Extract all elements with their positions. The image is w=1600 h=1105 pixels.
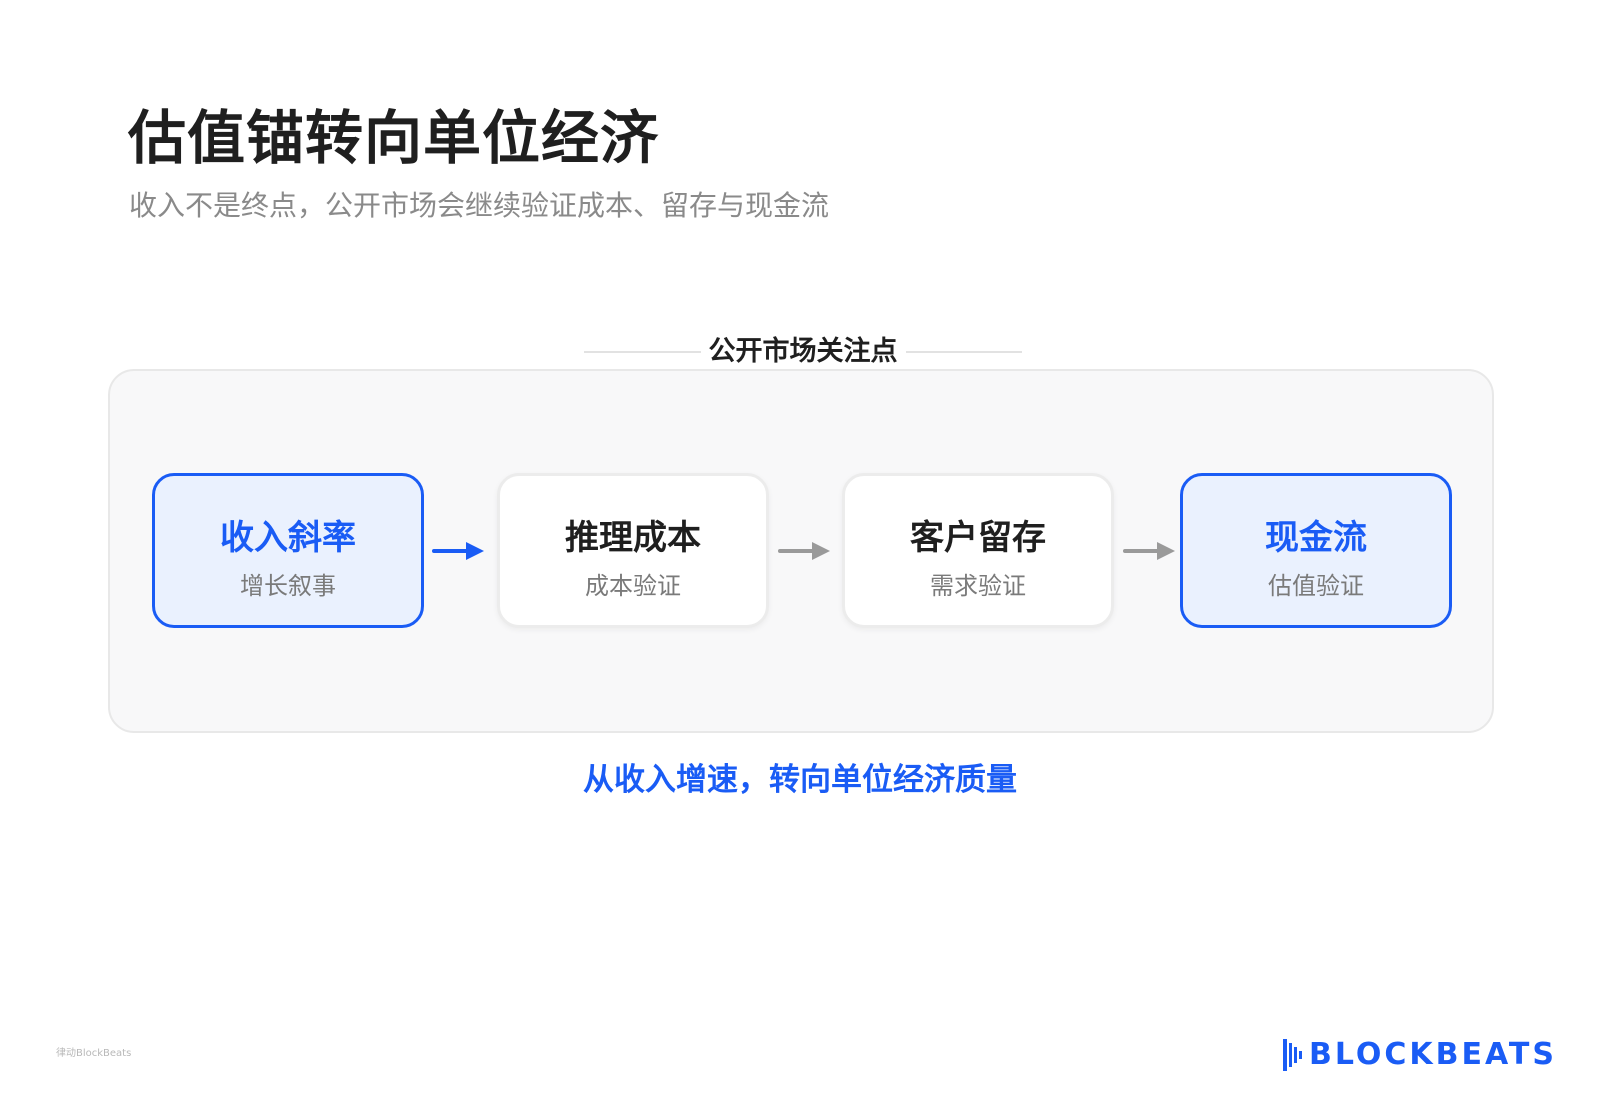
card-revenue-slope: 收入斜率 增长叙事	[152, 473, 424, 628]
card-title: 推理成本	[565, 518, 701, 558]
page-subtitle: 收入不是终点，公开市场会继续验证成本、留存与现金流	[129, 189, 830, 222]
panel-title: 公开市场关注点	[584, 332, 1022, 372]
arrow-right-icon	[1123, 542, 1175, 560]
card-customer-retention: 客户留存 需求验证	[842, 473, 1114, 628]
arrow-right-icon	[778, 542, 830, 560]
arrow-right-icon	[432, 542, 484, 560]
card-subtitle: 需求验证	[930, 572, 1026, 600]
card-subtitle: 估值验证	[1268, 572, 1364, 600]
blockbeats-logo: BLOCKBEATS	[1283, 1037, 1554, 1073]
page-title: 估值锚转向单位经济	[128, 104, 660, 172]
card-subtitle: 增长叙事	[240, 572, 336, 600]
card-title: 收入斜率	[220, 518, 356, 558]
card-subtitle: 成本验证	[585, 572, 681, 600]
card-inference-cost: 推理成本 成本验证	[497, 473, 769, 628]
logo-bars-icon	[1283, 1039, 1302, 1071]
card-title: 现金流	[1265, 518, 1367, 558]
bottom-caption: 从收入增速，转向单位经济质量	[583, 762, 1017, 798]
card-title: 客户留存	[910, 518, 1046, 558]
logo-text: BLOCKBEATS	[1309, 1037, 1557, 1072]
card-cash-flow: 现金流 估值验证	[1180, 473, 1452, 628]
panel-title-text: 公开市场关注点	[700, 336, 906, 367]
watermark: 律动BlockBeats	[56, 1048, 132, 1059]
